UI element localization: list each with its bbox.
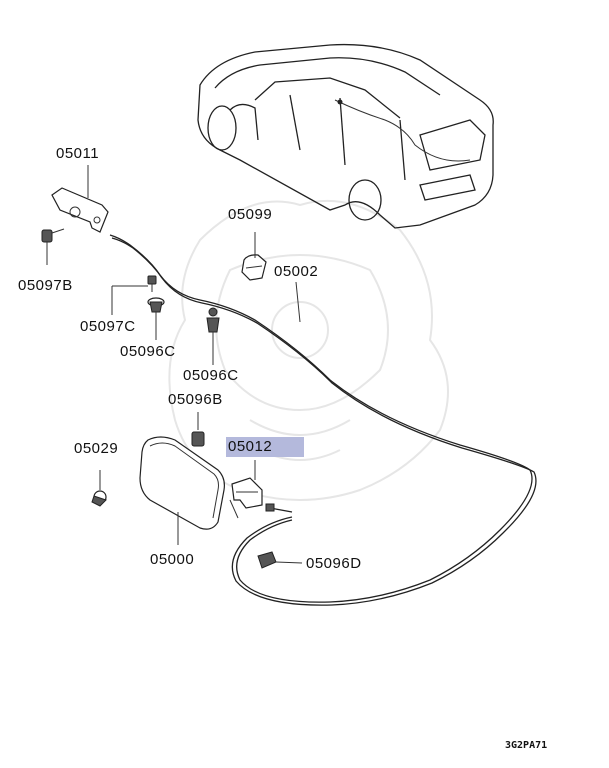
part-05097b-screw bbox=[41, 228, 65, 265]
minivan-illustration bbox=[197, 43, 494, 229]
label-05012-highlighted[interactable]: 05012 bbox=[226, 437, 304, 457]
part-05096b-clip bbox=[191, 412, 205, 447]
figure-code: 3G2PA71 bbox=[505, 740, 548, 751]
label-05029: 05029 bbox=[74, 440, 119, 457]
label-05096b: 05096B bbox=[168, 391, 223, 408]
part-05099-grommet bbox=[241, 232, 267, 281]
leader-05002 bbox=[295, 281, 301, 323]
watermark-emblem bbox=[168, 199, 449, 501]
label-05000: 05000 bbox=[150, 551, 195, 568]
label-05096c-mid: 05096C bbox=[183, 367, 239, 384]
label-05097b: 05097B bbox=[18, 277, 73, 294]
label-05099: 05099 bbox=[228, 206, 273, 223]
part-05096c-clip-left bbox=[147, 297, 165, 340]
part-05097c-screw bbox=[111, 275, 157, 315]
part-05096c-clip-mid bbox=[206, 307, 220, 365]
part-05029-bolt bbox=[91, 470, 107, 507]
part-05012-latch bbox=[229, 460, 263, 519]
label-05096c-left: 05096C bbox=[120, 343, 176, 360]
cable-05002 bbox=[109, 234, 537, 606]
label-05002: 05002 bbox=[274, 263, 319, 280]
label-05097c: 05097C bbox=[80, 318, 136, 335]
label-05096d: 05096D bbox=[306, 555, 362, 572]
label-05011: 05011 bbox=[56, 145, 100, 162]
cable-end-connector bbox=[265, 503, 293, 513]
part-05011-bracket bbox=[51, 182, 109, 233]
part-05096d-clip bbox=[257, 551, 303, 569]
part-05000-fuel-lid bbox=[139, 436, 225, 545]
